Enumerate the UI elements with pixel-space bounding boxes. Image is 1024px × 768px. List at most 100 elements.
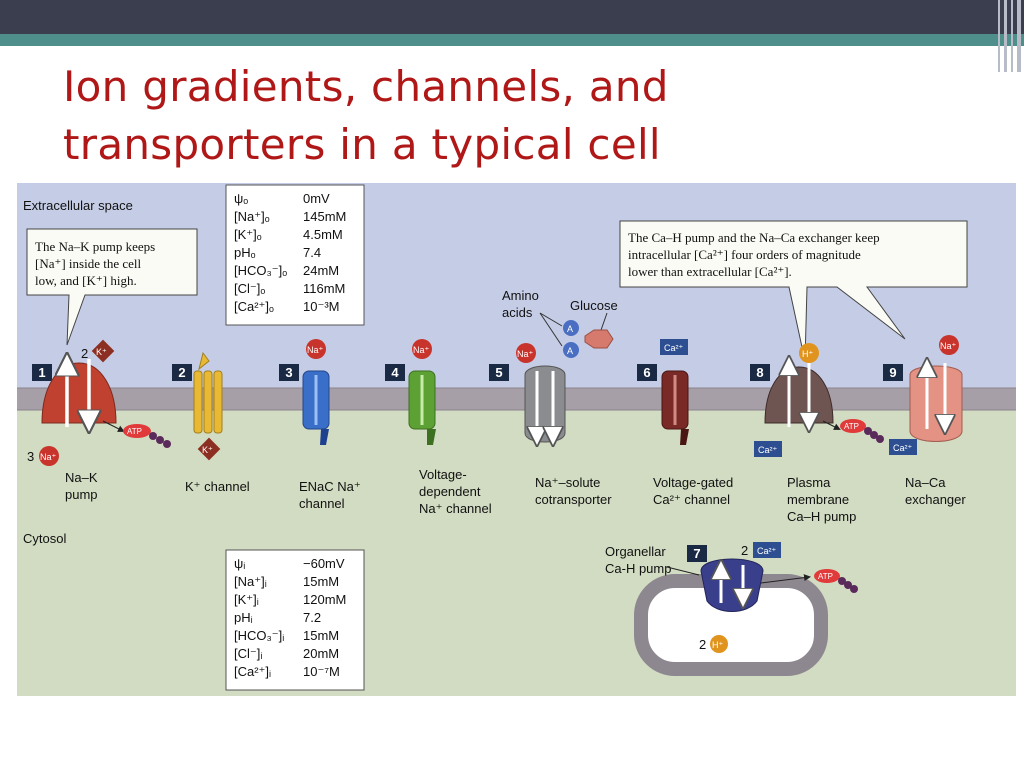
- svg-text:Na⁺: Na⁺: [940, 341, 957, 351]
- svg-text:pHₒ: pHₒ: [234, 245, 256, 260]
- svg-text:K⁺: K⁺: [202, 445, 213, 455]
- svg-text:pHᵢ: pHᵢ: [234, 610, 253, 625]
- svg-text:7: 7: [693, 546, 700, 561]
- amino-acids-label: Amino acids A A: [502, 288, 579, 358]
- svg-text:H⁺: H⁺: [802, 349, 813, 359]
- svg-text:ENaC Na⁺: ENaC Na⁺: [299, 479, 361, 494]
- svg-text:[Ca²⁺]ᵢ: [Ca²⁺]ᵢ: [234, 664, 271, 679]
- svg-text:K⁺: K⁺: [96, 347, 107, 357]
- svg-text:[K⁺]ₒ: [K⁺]ₒ: [234, 227, 262, 242]
- svg-text:[HCO₃⁻]ₒ: [HCO₃⁻]ₒ: [234, 263, 287, 278]
- svg-text:ATP: ATP: [127, 427, 142, 436]
- protein-na-ca-exchanger: 9 Na⁺ Ca²⁺ Na–Ca exchanger: [883, 335, 966, 507]
- svg-text:Voltage-gated: Voltage-gated: [653, 475, 733, 490]
- glucose-label: Glucose: [570, 298, 618, 349]
- atp-8: ATP: [822, 419, 884, 443]
- svg-text:A: A: [567, 324, 573, 334]
- svg-text:Amino: Amino: [502, 288, 539, 303]
- svg-text:ψₒ: ψₒ: [234, 191, 248, 206]
- protein-voltage-na-channel: 4 Na⁺ Voltage- dependent Na⁺ channel: [385, 339, 492, 516]
- svg-text:Na–K: Na–K: [65, 470, 98, 485]
- protein-plasma-membrane-ca-h-pump: 8 H⁺ Ca²⁺ Plasma membrane Ca–H pump: [750, 343, 856, 524]
- svg-text:5: 5: [495, 365, 502, 380]
- svg-text:10⁻⁷M: 10⁻⁷M: [303, 664, 340, 679]
- svg-text:2: 2: [741, 543, 748, 558]
- svg-text:membrane: membrane: [787, 492, 849, 507]
- svg-text:ATP: ATP: [818, 572, 833, 581]
- svg-text:116mM: 116mM: [303, 281, 345, 296]
- svg-text:Na⁺–solute: Na⁺–solute: [535, 475, 600, 490]
- svg-text:7.2: 7.2: [303, 610, 321, 625]
- plasma-membrane: [17, 388, 1016, 410]
- svg-text:Voltage-: Voltage-: [419, 467, 467, 482]
- svg-text:cotransporter: cotransporter: [535, 492, 612, 507]
- na-k-callout: The Na–K pump keeps [Na⁺] inside the cel…: [26, 228, 198, 346]
- svg-text:The Ca–H pump and the Na–Ca ex: The Ca–H pump and the Na–Ca exchanger ke…: [628, 230, 880, 245]
- top-bar: [0, 0, 1024, 34]
- svg-text:4: 4: [391, 365, 399, 380]
- svg-text:low, and [K⁺] high.: low, and [K⁺] high.: [35, 273, 137, 288]
- svg-text:[Na⁺]ₒ: [Na⁺]ₒ: [234, 209, 270, 224]
- svg-text:3: 3: [27, 449, 34, 464]
- svg-text:ψᵢ: ψᵢ: [234, 556, 245, 571]
- slide-title: Ion gradients, channels, and transporter…: [63, 62, 669, 169]
- svg-text:15mM: 15mM: [303, 574, 339, 589]
- cytosol-label: Cytosol: [23, 531, 66, 546]
- svg-text:7.4: 7.4: [303, 245, 321, 260]
- svg-text:10⁻³M: 10⁻³M: [303, 299, 339, 314]
- svg-text:Ca²⁺: Ca²⁺: [757, 546, 777, 556]
- svg-text:Na⁺: Na⁺: [413, 345, 430, 355]
- protein-enac-channel: 3 Na⁺ ENaC Na⁺ channel: [279, 339, 361, 511]
- svg-text:24mM: 24mM: [303, 263, 339, 278]
- protein-na-k-pump: 1 Na–K pump: [32, 359, 117, 502]
- inside-conditions-table: ψᵢ [Na⁺]ᵢ [K⁺]ᵢ pHᵢ [HCO₃⁻]ᵢ [Cl⁻]ᵢ [Ca²…: [225, 549, 365, 691]
- svg-text:Glucose: Glucose: [570, 298, 618, 313]
- atp-7: ATP: [760, 569, 858, 593]
- svg-text:9: 9: [889, 365, 896, 380]
- protein-voltage-ca-channel: 6 Ca²⁺ Voltage-gated Ca²⁺ channel: [637, 339, 733, 507]
- atp-1: ATP: [102, 420, 171, 448]
- svg-text:Na–Ca: Na–Ca: [905, 475, 946, 490]
- svg-text:dependent: dependent: [419, 484, 481, 499]
- svg-text:intracellular [Ca²⁺] four orde: intracellular [Ca²⁺] four orders of magn…: [628, 247, 861, 262]
- svg-text:2: 2: [81, 346, 88, 361]
- svg-text:Na⁺: Na⁺: [517, 349, 534, 359]
- svg-text:Ca–H pump: Ca–H pump: [787, 509, 856, 524]
- svg-text:120mM: 120mM: [303, 592, 346, 607]
- svg-text:Ca-H pump: Ca-H pump: [605, 561, 671, 576]
- svg-text:20mM: 20mM: [303, 646, 339, 661]
- svg-text:[Cl⁻]ᵢ: [Cl⁻]ᵢ: [234, 646, 262, 661]
- svg-text:pump: pump: [65, 487, 98, 502]
- svg-text:8: 8: [756, 365, 763, 380]
- svg-text:ATP: ATP: [844, 422, 859, 431]
- ion-transport-diagram: Extracellular space Cytosol The Na–K pum…: [17, 183, 1016, 696]
- svg-text:Ca²⁺ channel: Ca²⁺ channel: [653, 492, 730, 507]
- svg-text:The Na–K pump keeps: The Na–K pump keeps: [35, 239, 155, 254]
- svg-text:Ca²⁺: Ca²⁺: [758, 445, 778, 455]
- svg-text:H⁺: H⁺: [712, 640, 723, 650]
- protein-organellar-ca-h-pump: 7 Organellar Ca-H pump 2 Ca²⁺ 2 H⁺: [605, 542, 781, 653]
- ca-h-callout: The Ca–H pump and the Na–Ca exchanger ke…: [619, 220, 968, 362]
- svg-text:Plasma: Plasma: [787, 475, 831, 490]
- svg-text:K⁺ channel: K⁺ channel: [185, 479, 250, 494]
- svg-text:[Na⁺] inside the cell: [Na⁺] inside the cell: [35, 256, 142, 271]
- outside-conditions-table: ψₒ [Na⁺]ₒ [K⁺]ₒ pHₒ [HCO₃⁻]ₒ [Cl⁻]ₒ [Ca²…: [225, 184, 365, 326]
- svg-text:Na⁺ channel: Na⁺ channel: [419, 501, 492, 516]
- accent-bar: [0, 34, 1024, 46]
- svg-text:6: 6: [643, 365, 650, 380]
- svg-text:Na⁺: Na⁺: [40, 452, 57, 462]
- svg-text:Ca²⁺: Ca²⁺: [893, 443, 913, 453]
- svg-text:2: 2: [178, 365, 185, 380]
- svg-text:Organellar: Organellar: [605, 544, 666, 559]
- svg-text:−60mV: −60mV: [303, 556, 345, 571]
- svg-text:[Ca²⁺]ₒ: [Ca²⁺]ₒ: [234, 299, 274, 314]
- svg-text:4.5mM: 4.5mM: [303, 227, 343, 242]
- svg-text:Na⁺: Na⁺: [307, 345, 324, 355]
- protein-na-solute-cotransporter: 5 Na⁺ Na⁺–solute cotransporter: [489, 343, 612, 507]
- svg-text:2: 2: [699, 637, 706, 652]
- svg-text:0mV: 0mV: [303, 191, 330, 206]
- svg-text:[K⁺]ᵢ: [K⁺]ᵢ: [234, 592, 259, 607]
- cytosol-region: [17, 410, 1016, 696]
- svg-text:15mM: 15mM: [303, 628, 339, 643]
- ion-na-in-pump: 3 Na⁺: [27, 446, 59, 466]
